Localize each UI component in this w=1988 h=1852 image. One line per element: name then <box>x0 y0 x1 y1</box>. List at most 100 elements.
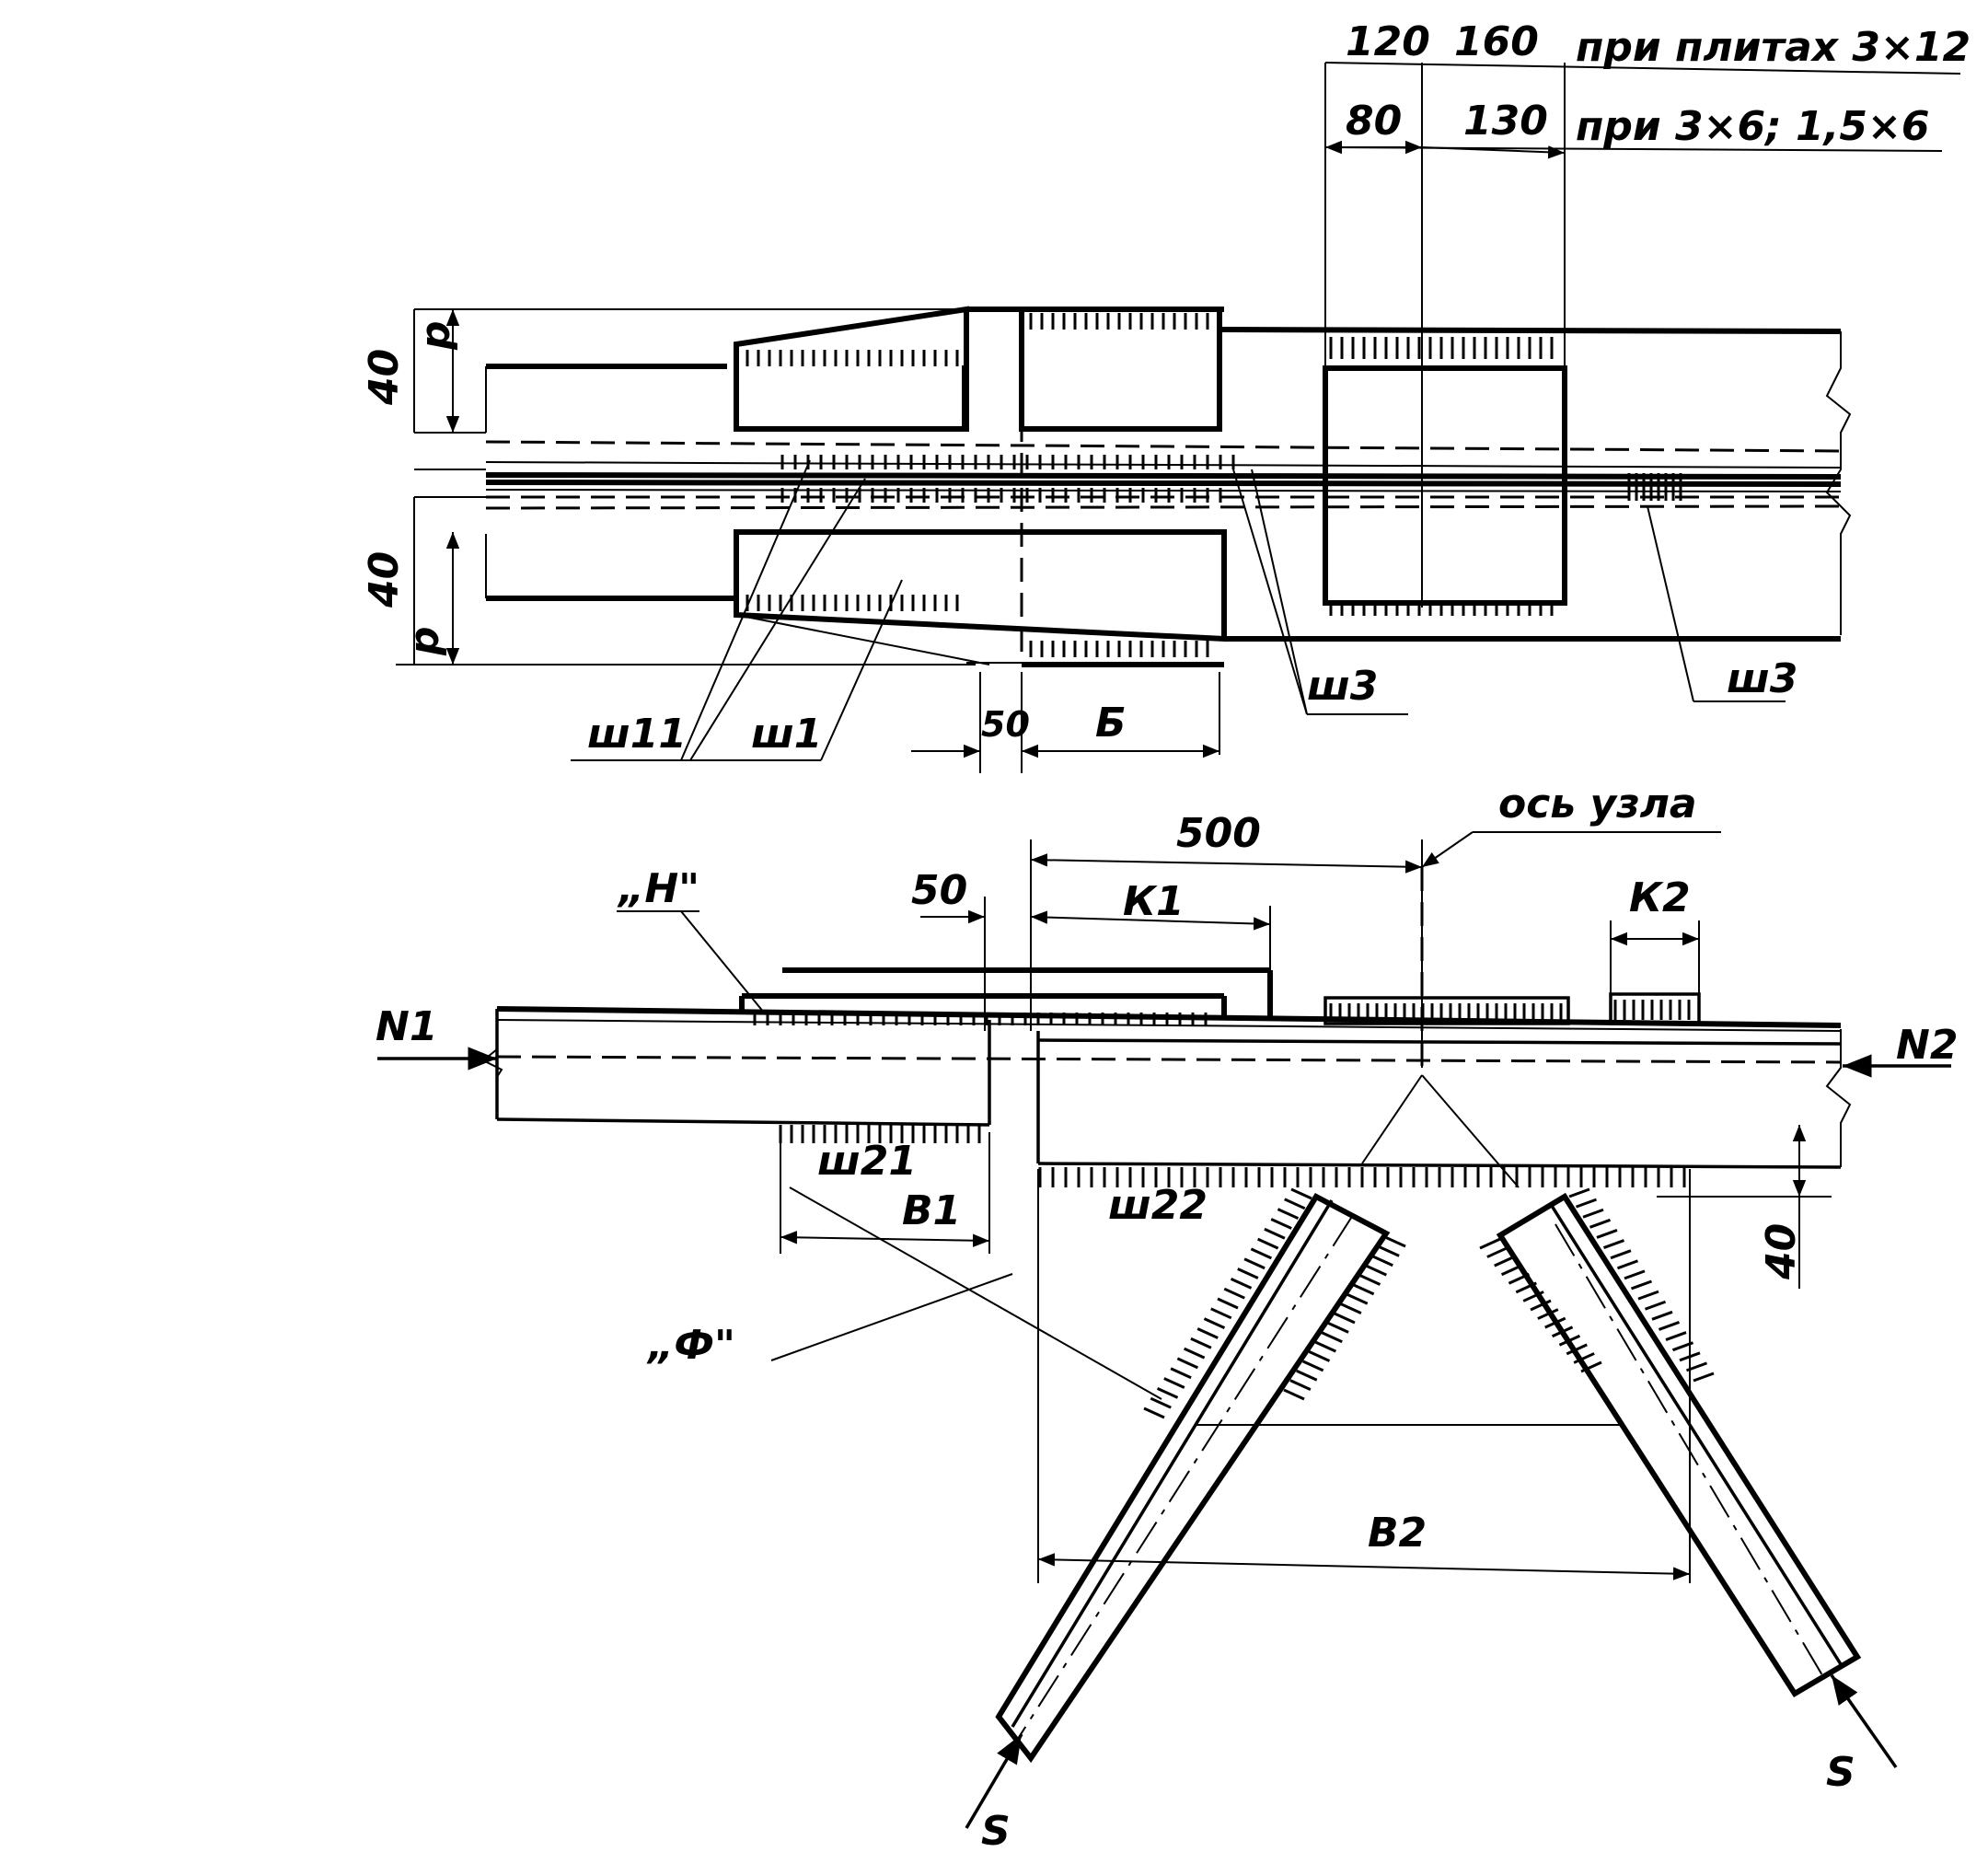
elevation-top-dimensions: 500 ось узла 50 К1 К2 <box>911 781 1721 1068</box>
dim-120-label: 120 <box>1346 18 1430 65</box>
weld-tick <box>1250 1247 1272 1260</box>
detail-h-label: „Н" <box>617 865 699 912</box>
weld-tick <box>1264 1227 1286 1240</box>
weld-tick <box>1365 1264 1387 1277</box>
weld-tick <box>1243 1257 1266 1270</box>
weld-sh3-right-label: ш3 <box>1727 655 1797 702</box>
weld-sh3-left-label: ш3 <box>1307 663 1378 710</box>
gusset-lines <box>485 440 1842 510</box>
weld-tick <box>1308 1350 1331 1362</box>
weld-tick <box>1203 1317 1226 1330</box>
dim-130-label: 130 <box>1463 98 1548 145</box>
weld-tick <box>1582 1208 1604 1219</box>
dim-50-top-label: 50 <box>981 704 1030 745</box>
weld-tick <box>1602 1239 1625 1249</box>
weld-tick <box>1693 1372 1715 1383</box>
weld-tick <box>1196 1327 1219 1339</box>
dim-40-top-label: 40 <box>361 349 408 406</box>
weld-tick <box>1575 1198 1598 1209</box>
weld-tick <box>1156 1386 1179 1399</box>
weld-tick <box>1358 1274 1381 1286</box>
detail-h: „Н" <box>617 865 765 1013</box>
forces: N1 N2 <box>376 1003 1958 1078</box>
force-n2-label: N2 <box>1896 1022 1958 1069</box>
detail-f: „Ф" <box>646 1186 1162 1400</box>
weld-tick <box>1163 1377 1185 1389</box>
dim-k1-label: К1 <box>1123 878 1185 925</box>
elevation-chords <box>481 867 1852 1169</box>
weld-tick <box>1223 1287 1245 1300</box>
weld-tick <box>1314 1340 1336 1353</box>
weld-sh21-label: ш21 <box>817 1138 917 1185</box>
weld-tick <box>1283 1388 1305 1401</box>
weld-tick <box>1616 1259 1639 1270</box>
dim-b2-label: В2 <box>1368 1510 1427 1557</box>
weld-tick <box>1143 1406 1165 1419</box>
weld-tick <box>1665 1331 1687 1341</box>
weld-tick <box>1371 1255 1393 1267</box>
elevation-view: 500 ось узла 50 К1 К2 <box>376 781 1958 1852</box>
weld-tick <box>1170 1367 1192 1380</box>
weld-tick <box>1210 1307 1232 1320</box>
weld-tick <box>1277 1208 1300 1221</box>
elevation-weld-labels: ш21 ш22 В1 40 <box>780 1125 1832 1289</box>
weld-tick <box>1257 1237 1279 1250</box>
dim-40-bottom-label: 40 <box>361 551 408 608</box>
note-plates-3x12: при плитах 3×12 <box>1576 24 1971 71</box>
dim-80-label: 80 <box>1346 98 1402 145</box>
weld-leaders: ш11 ш1 ш3 ш3 <box>571 459 1797 761</box>
weld-tick <box>1486 1246 1508 1258</box>
weld-tick <box>1566 1343 1588 1356</box>
weld-tick <box>1494 1255 1516 1267</box>
weld-tick <box>1230 1277 1253 1290</box>
weld-tick <box>1658 1321 1681 1331</box>
weld-tick <box>1644 1300 1667 1311</box>
force-s-left-label: S <box>981 1808 1011 1852</box>
node-axis-label: ось узла <box>1498 781 1697 828</box>
p-bottom-label: р <box>401 627 448 657</box>
weld-tick <box>1530 1299 1552 1312</box>
left-dimensions: 40 р 40 р <box>361 309 486 665</box>
weld-tick <box>1378 1245 1400 1257</box>
dim-50-mid-label: 50 <box>911 867 967 914</box>
plan-view: 120 160 при плитах 3×12 80 130 при 3×6; … <box>361 18 1971 773</box>
weld-tick <box>1340 1302 1362 1314</box>
plan-bottom-dimensions: 50 Б <box>911 672 1220 773</box>
force-n1-label: N1 <box>376 1003 437 1050</box>
weld-tick <box>1150 1396 1172 1409</box>
weld-tick <box>1624 1269 1646 1280</box>
dim-b1-label: В1 <box>902 1187 961 1234</box>
dim-k2-label: К2 <box>1629 874 1691 921</box>
weld-tick <box>1651 1310 1673 1321</box>
weld-tick <box>1568 1187 1590 1198</box>
weld-tick <box>1573 1352 1595 1364</box>
note-plates-3x6: при 3×6; 1,5×6 <box>1576 103 1929 150</box>
weld-tick <box>1321 1331 1343 1344</box>
dim-40-side-label: 40 <box>1758 1223 1805 1280</box>
weld-sh1-label: ш1 <box>751 711 822 758</box>
weld-tick <box>1296 1369 1318 1382</box>
weld-tick <box>1290 1187 1312 1200</box>
weld-tick <box>1237 1267 1259 1279</box>
weld-tick <box>1630 1279 1653 1291</box>
weld-tick <box>1302 1360 1324 1372</box>
weld-tick <box>1284 1198 1306 1210</box>
weld-sh22-label: ш22 <box>1108 1182 1208 1229</box>
dim-b2: В2 <box>1037 1169 1691 1583</box>
weld-tick <box>1184 1347 1206 1360</box>
dim-b-label: Б <box>1095 700 1127 747</box>
detail-f-label: „Ф" <box>646 1322 735 1369</box>
lower-left-member <box>396 529 1841 667</box>
diagonal-braces <box>995 1074 1862 1764</box>
weld-tick <box>1596 1229 1618 1239</box>
weld-tick <box>1270 1218 1292 1230</box>
weld-tick <box>1610 1249 1632 1260</box>
weld-tick <box>1176 1357 1198 1370</box>
s-forces: S S <box>965 1673 1898 1852</box>
weld-tick <box>1217 1297 1239 1310</box>
weld-tick <box>1334 1312 1356 1325</box>
weld-sh11-label: ш11 <box>587 711 687 758</box>
weld-tick <box>1327 1322 1349 1334</box>
weld-tick <box>1190 1337 1212 1349</box>
